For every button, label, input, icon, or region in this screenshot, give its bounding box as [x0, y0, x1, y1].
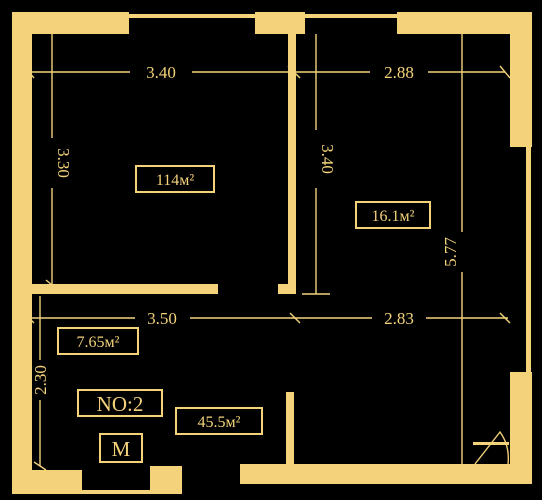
dimension-left-upper: 3.30: [54, 148, 73, 178]
room-a-frame: [135, 165, 215, 193]
room-b-area: 16.1м²: [372, 208, 415, 225]
wall-top-left: [16, 12, 129, 34]
window-bottom: [82, 490, 150, 494]
wall-right-lower: [510, 372, 532, 464]
wall-top-mid: [255, 12, 305, 34]
dimension-right-vertical: 5.77: [441, 237, 460, 267]
unit-number: NO:2: [97, 392, 144, 416]
dimension-middle-right: 2.83: [384, 309, 414, 328]
dimension-mid-vertical: 3.40: [318, 144, 337, 174]
dimension-top-right: 2.88: [384, 63, 414, 82]
dimension-lines: [23, 34, 511, 471]
unit-number-frame: [77, 389, 163, 417]
wall-bottom-right: [240, 464, 532, 484]
window-right: [526, 147, 531, 372]
wall-bottom-left: [12, 470, 82, 494]
room-c-frame: [57, 327, 139, 355]
room-d-frame: [175, 407, 263, 435]
wall-left: [12, 12, 32, 494]
dimension-left-lower: 2.30: [31, 365, 50, 395]
room-c-area: 7.65м²: [77, 334, 120, 351]
unit-type-frame: [99, 433, 143, 463]
wall-inner-horizontal-a: [28, 284, 218, 294]
wall-inner-horizontal-b: [278, 284, 296, 294]
room-b-frame: [355, 201, 431, 229]
room-a-area: 114м²: [156, 172, 195, 189]
wall-inner-vertical: [288, 28, 296, 290]
window-top-right: [305, 14, 397, 18]
small-mark: [157, 475, 163, 481]
unit-type: M: [112, 437, 131, 461]
dimension-middle-left: 3.50: [147, 309, 177, 328]
wall-inner-stub: [286, 392, 294, 468]
window-top-left: [129, 14, 255, 18]
wall-right-upper: [510, 12, 532, 147]
room-d-area: 45.5м²: [198, 414, 241, 431]
wall-bottom-mid: [150, 466, 182, 494]
door-arc: [474, 430, 510, 465]
dimension-top-left: 3.40: [146, 63, 176, 82]
wall-top-right: [397, 12, 532, 34]
